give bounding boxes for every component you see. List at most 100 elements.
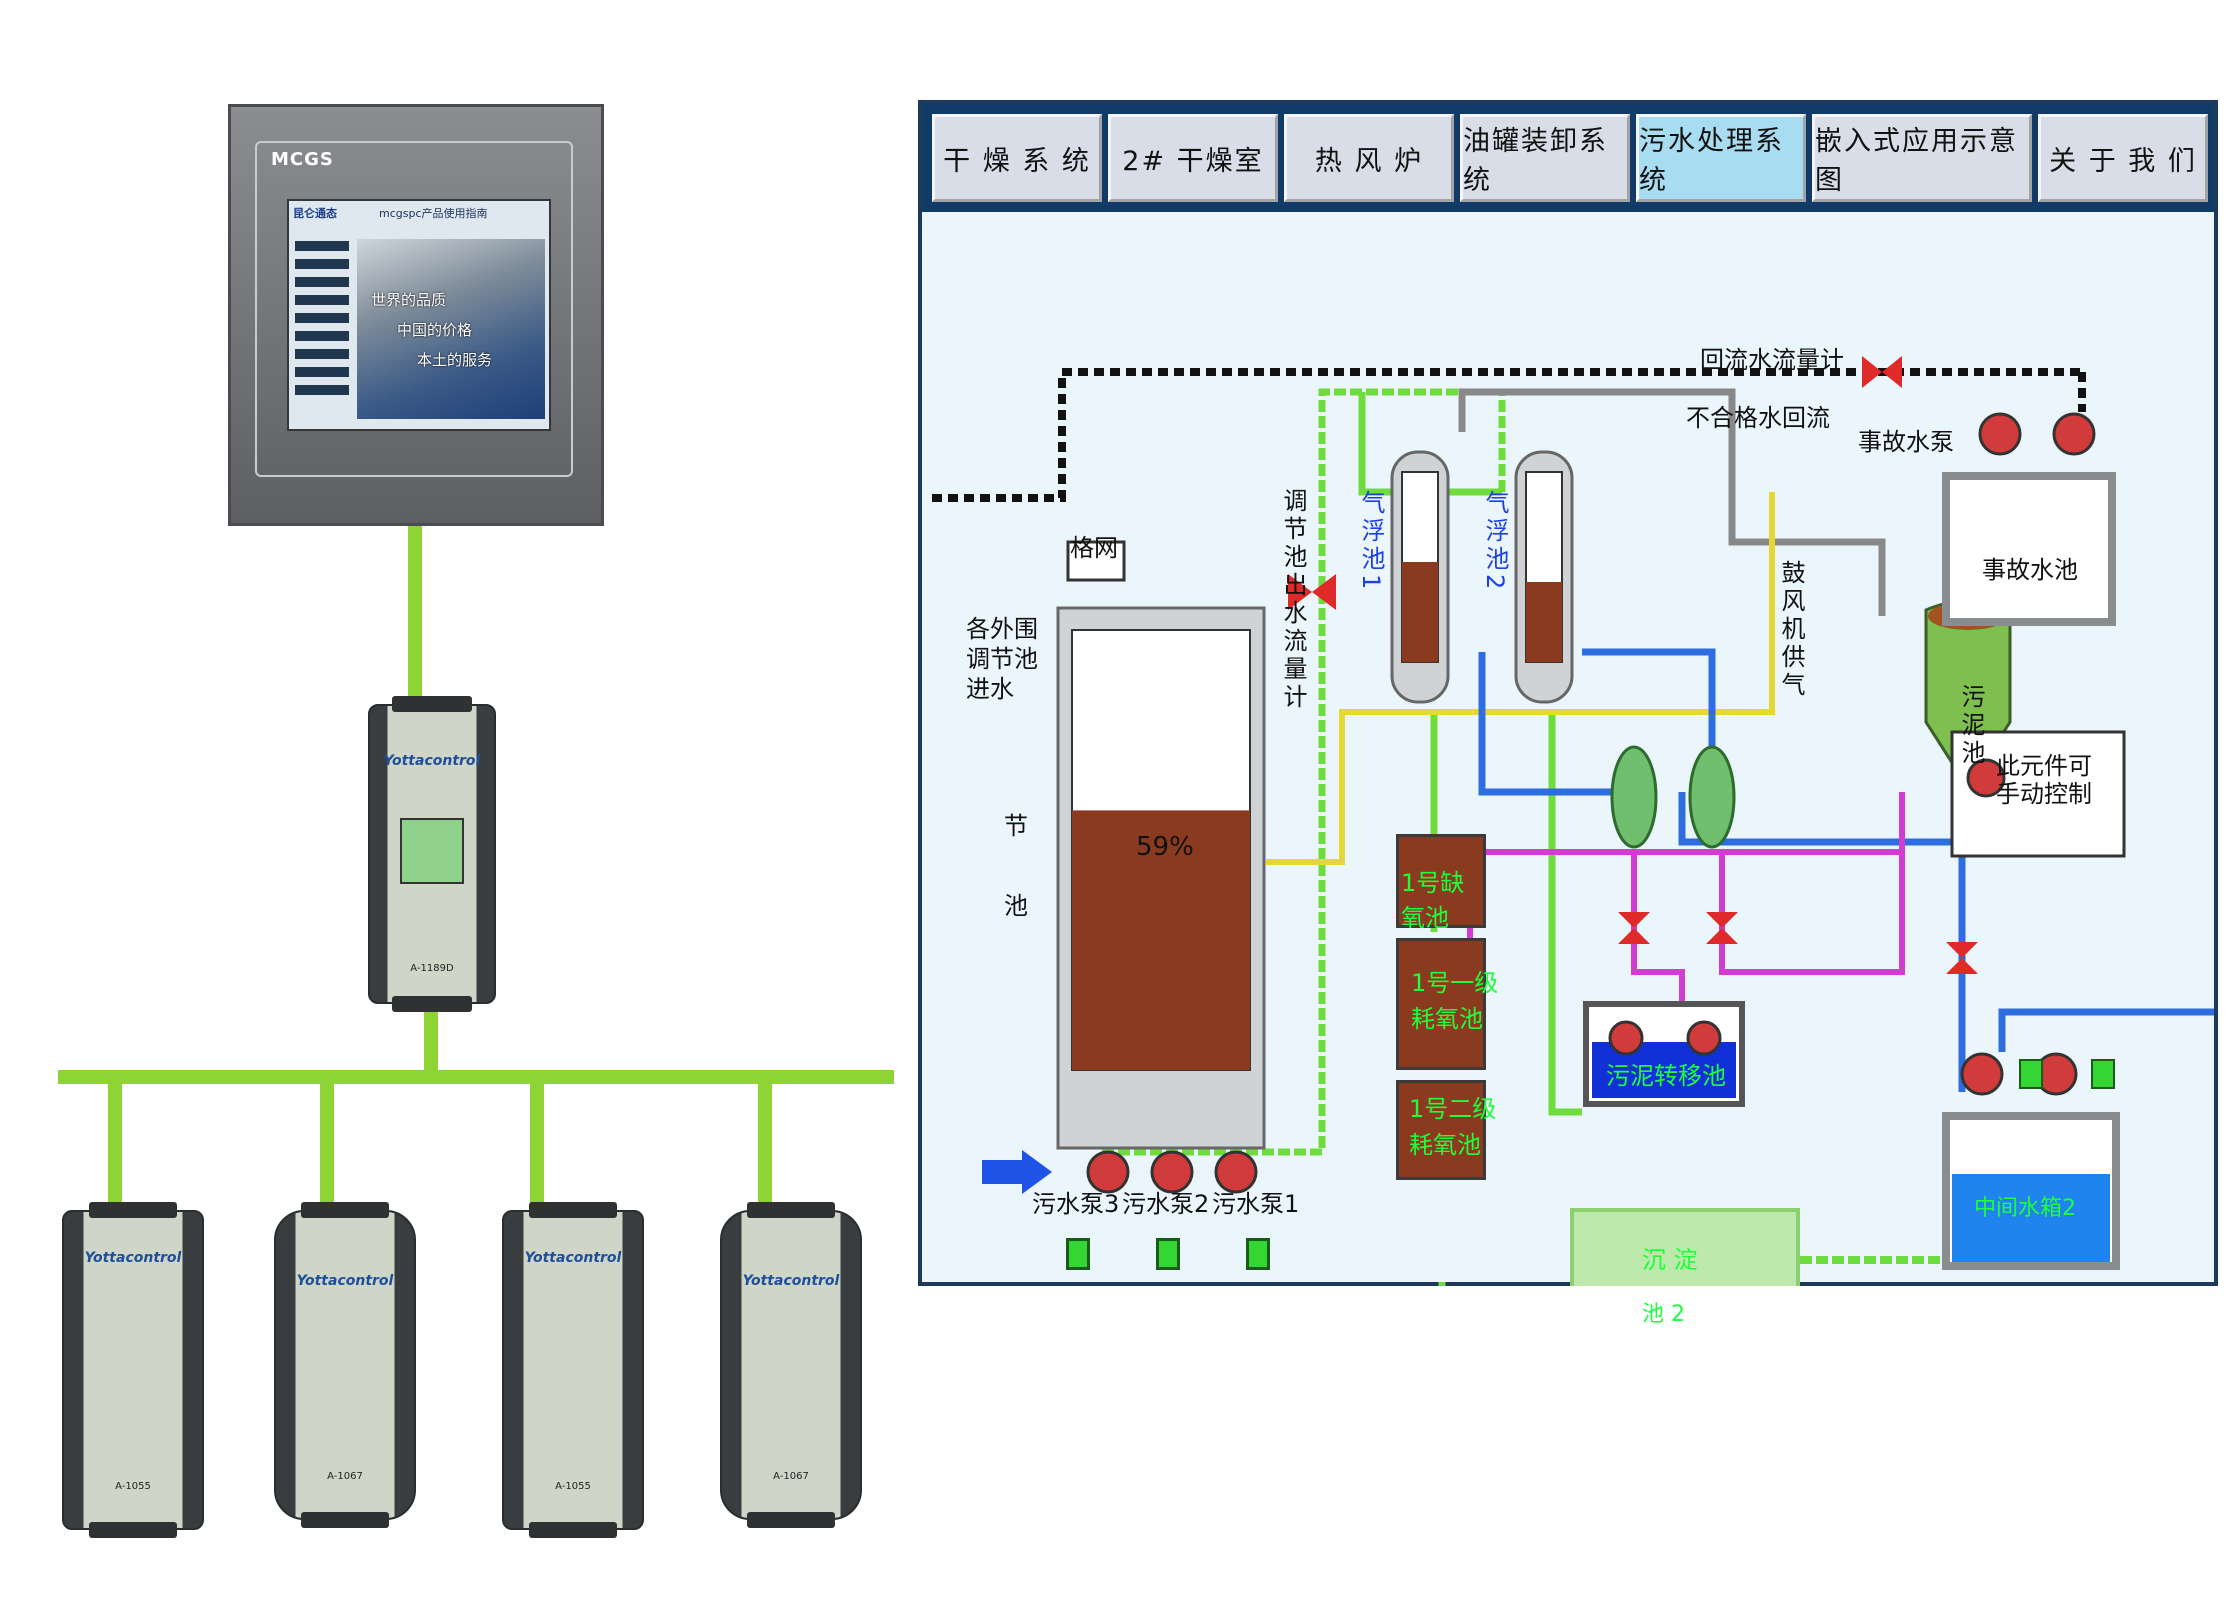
valve [1288, 574, 1336, 610]
label-pump1: 污水泵1 [1212, 1190, 1300, 1218]
gray-pipe [1458, 388, 1886, 616]
hmi-menu-item[interactable] [295, 331, 349, 341]
label-anoxic: 1号缺氧池 [1401, 869, 1465, 932]
hmi-hero-line: 中国的价格 [397, 321, 473, 339]
hmi-screen[interactable]: 昆仑通态 mcgspc产品使用指南 世界的品质 中国的价格 本土的服务 [287, 199, 551, 431]
pump3-indicator[interactable] [1066, 1238, 1090, 1270]
yellow-pipe [1266, 492, 1775, 865]
process-diagram [932, 356, 2214, 1286]
hmi-menu-item[interactable] [295, 313, 349, 323]
label-float-pool-2: 气浮池2 [1481, 490, 1509, 594]
tab-drying-system[interactable]: 干 燥 系 统 [932, 114, 1102, 202]
module-brand: Yottacontrol [524, 1249, 622, 1266]
grid-screen [1066, 540, 1126, 582]
module-brand: Yottacontrol [84, 1249, 182, 1266]
label-reflux-meter: 回流水流量计 [1700, 346, 1844, 374]
hmi-hero-image: 世界的品质 中国的价格 本土的服务 [357, 239, 545, 419]
label-emergency-pool: 事故水池 [1982, 556, 2078, 584]
sewage-pump-1 [1214, 1150, 1258, 1194]
hmi-hero-line: 本土的服务 [417, 351, 493, 369]
hmi-menu-item[interactable] [295, 259, 349, 269]
network-drop [758, 1080, 772, 1210]
green-pipe [1102, 388, 1506, 1156]
sediment-pool [1570, 1208, 1800, 1286]
inflow-arrow [982, 1150, 1052, 1194]
label-unqualified-return: 不合格水回流 [1686, 404, 1830, 432]
hmi-brand: MCGS [271, 149, 334, 170]
label-grid: 格网 [1070, 534, 1118, 562]
blower-1 [1610, 745, 1658, 849]
label-emergency-pump: 事故水泵 [1858, 428, 1954, 456]
hmi-screen-logo: 昆仑通态 [293, 207, 337, 220]
tab-about-us[interactable]: 关 于 我 们 [2038, 114, 2208, 202]
module-brand: Yottacontrol [383, 753, 481, 770]
tab-oil-tank-system[interactable]: 油罐装卸系统 [1460, 114, 1630, 202]
label-aerobic-1: 1号一级 耗氧池 [1411, 969, 1499, 1033]
pump2-indicator[interactable] [1156, 1238, 1180, 1270]
hmi-screen-header: mcgspc产品使用指南 [379, 207, 488, 220]
green-pipe [1438, 1282, 1446, 1286]
blower-2 [1688, 745, 1736, 849]
label-inlet: 各外围 调节池 进水 [966, 615, 1038, 703]
green-pipe [1548, 712, 1582, 1116]
scada-screen: 干 燥 系 统 2# 干燥室 热 风 炉 油罐装卸系统 污水处理系统 嵌入式应用… [918, 100, 2218, 1327]
label-pump3: 污水泵3 [1032, 1190, 1120, 1218]
network-bus [58, 1070, 894, 1084]
hmi-menu-item[interactable] [295, 385, 349, 395]
module-model: A-1055 [115, 1481, 151, 1492]
valve [1946, 942, 1978, 974]
hmi-menu-item[interactable] [295, 295, 349, 305]
hmi-menu-item[interactable] [295, 349, 349, 359]
tab-hot-air-furnace[interactable]: 热 风 炉 [1284, 114, 1454, 202]
label-blower: 鼓风机供气 [1777, 560, 1805, 700]
regulating-tank-level [1072, 810, 1250, 1070]
label-pump2: 污水泵2 [1122, 1190, 1210, 1218]
io-master-module: Yottacontrol A-1189D [368, 696, 496, 1012]
valve [1862, 356, 1902, 388]
tab-sewage-system[interactable]: 污水处理系统 [1636, 114, 1806, 202]
tab-embedded-diagram[interactable]: 嵌入式应用示意图 [1812, 114, 2032, 202]
io-module: Yottacontrol A-1067 [720, 1202, 862, 1528]
label-regulating-pool-1: 节 [1004, 812, 1028, 840]
hmi-menu-item[interactable] [295, 241, 349, 251]
blue-pipe [1582, 648, 1716, 792]
hmi-menu-item[interactable] [295, 367, 349, 377]
network-drop [108, 1080, 122, 1210]
emergency-pump-1 [1978, 412, 2022, 456]
valve [1618, 912, 1650, 944]
emergency-pool [1942, 472, 2116, 626]
sewage-pump-2 [1150, 1150, 1194, 1194]
blue-pipe [1478, 652, 1622, 796]
tab-drying-room-2[interactable]: 2# 干燥室 [1108, 114, 1278, 202]
module-model: A-1067 [327, 1471, 363, 1482]
label-float-pool-1: 气浮池1 [1357, 490, 1385, 594]
pump1-indicator[interactable] [1246, 1238, 1270, 1270]
label-sludge-pool: 污泥池 [1957, 684, 1985, 768]
label-outlet-meter: 调节池出水流量计 [1279, 488, 1307, 712]
module-lcd [399, 818, 465, 884]
module-model: A-1067 [773, 1471, 809, 1482]
green-pipe [1358, 392, 1502, 496]
label-sediment-2: 池 2 [1642, 1302, 1685, 1327]
hmi-menu-item[interactable] [295, 277, 349, 287]
label-mid-tank: 中间水箱2 [1974, 1196, 2076, 1221]
menu-bar: 干 燥 系 统 2# 干燥室 热 风 炉 油罐装卸系统 污水处理系统 嵌入式应用… [922, 104, 2214, 212]
magenta-pipe [1467, 792, 1905, 940]
aerobic-pool-1: 1号一级 耗氧池 [1396, 938, 1498, 1070]
label-sediment: 沉 淀 [1642, 1246, 1698, 1274]
sewage-pump-3 [1086, 1150, 1130, 1194]
label-manual-control: 此元件可 手动控制 [1996, 752, 2092, 808]
network-link [408, 526, 422, 706]
io-module: Yottacontrol A-1067 [274, 1202, 416, 1528]
label-sludge-transfer: 污泥转移池 [1606, 1062, 1726, 1090]
hmi-panel: MCGS 昆仑通态 mcgspc产品使用指南 世界的品质 中国的价格 本土的服务 [228, 104, 604, 526]
return-pipe [932, 368, 2082, 502]
blue-pipe [1998, 1008, 2214, 1052]
aerobic-pool-2: 1号二级 耗氧池 [1396, 1080, 1496, 1180]
tank-level-text: 59% [1136, 832, 1194, 862]
hmi-hero-line: 世界的品质 [371, 291, 447, 309]
network-link [424, 1004, 438, 1080]
valve [1706, 912, 1738, 944]
module-brand: Yottacontrol [742, 1273, 840, 1290]
module-model: A-1189D [410, 963, 454, 974]
